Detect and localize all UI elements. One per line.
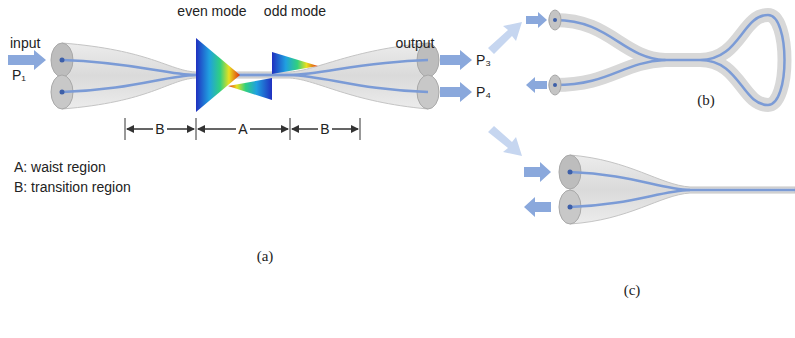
figure-label: input [10, 36, 40, 51]
figure-label: (c) [624, 282, 641, 299]
figure-label: odd mode [264, 4, 326, 19]
figure-label: output [396, 36, 435, 51]
figure-label: even mode [177, 4, 246, 19]
figure-label: P₁ [12, 68, 26, 83]
figure-label: B [153, 122, 166, 137]
figure-label: (b) [697, 92, 715, 109]
figure-label: P₄ [476, 85, 491, 100]
figure-label: A: waist region [14, 160, 106, 175]
figure-label: B: transition region [14, 180, 131, 195]
figure-label: B [318, 122, 331, 137]
figure-label: P₃ [476, 53, 491, 68]
figure-label: A [236, 122, 249, 137]
figure-label: (a) [257, 248, 274, 265]
